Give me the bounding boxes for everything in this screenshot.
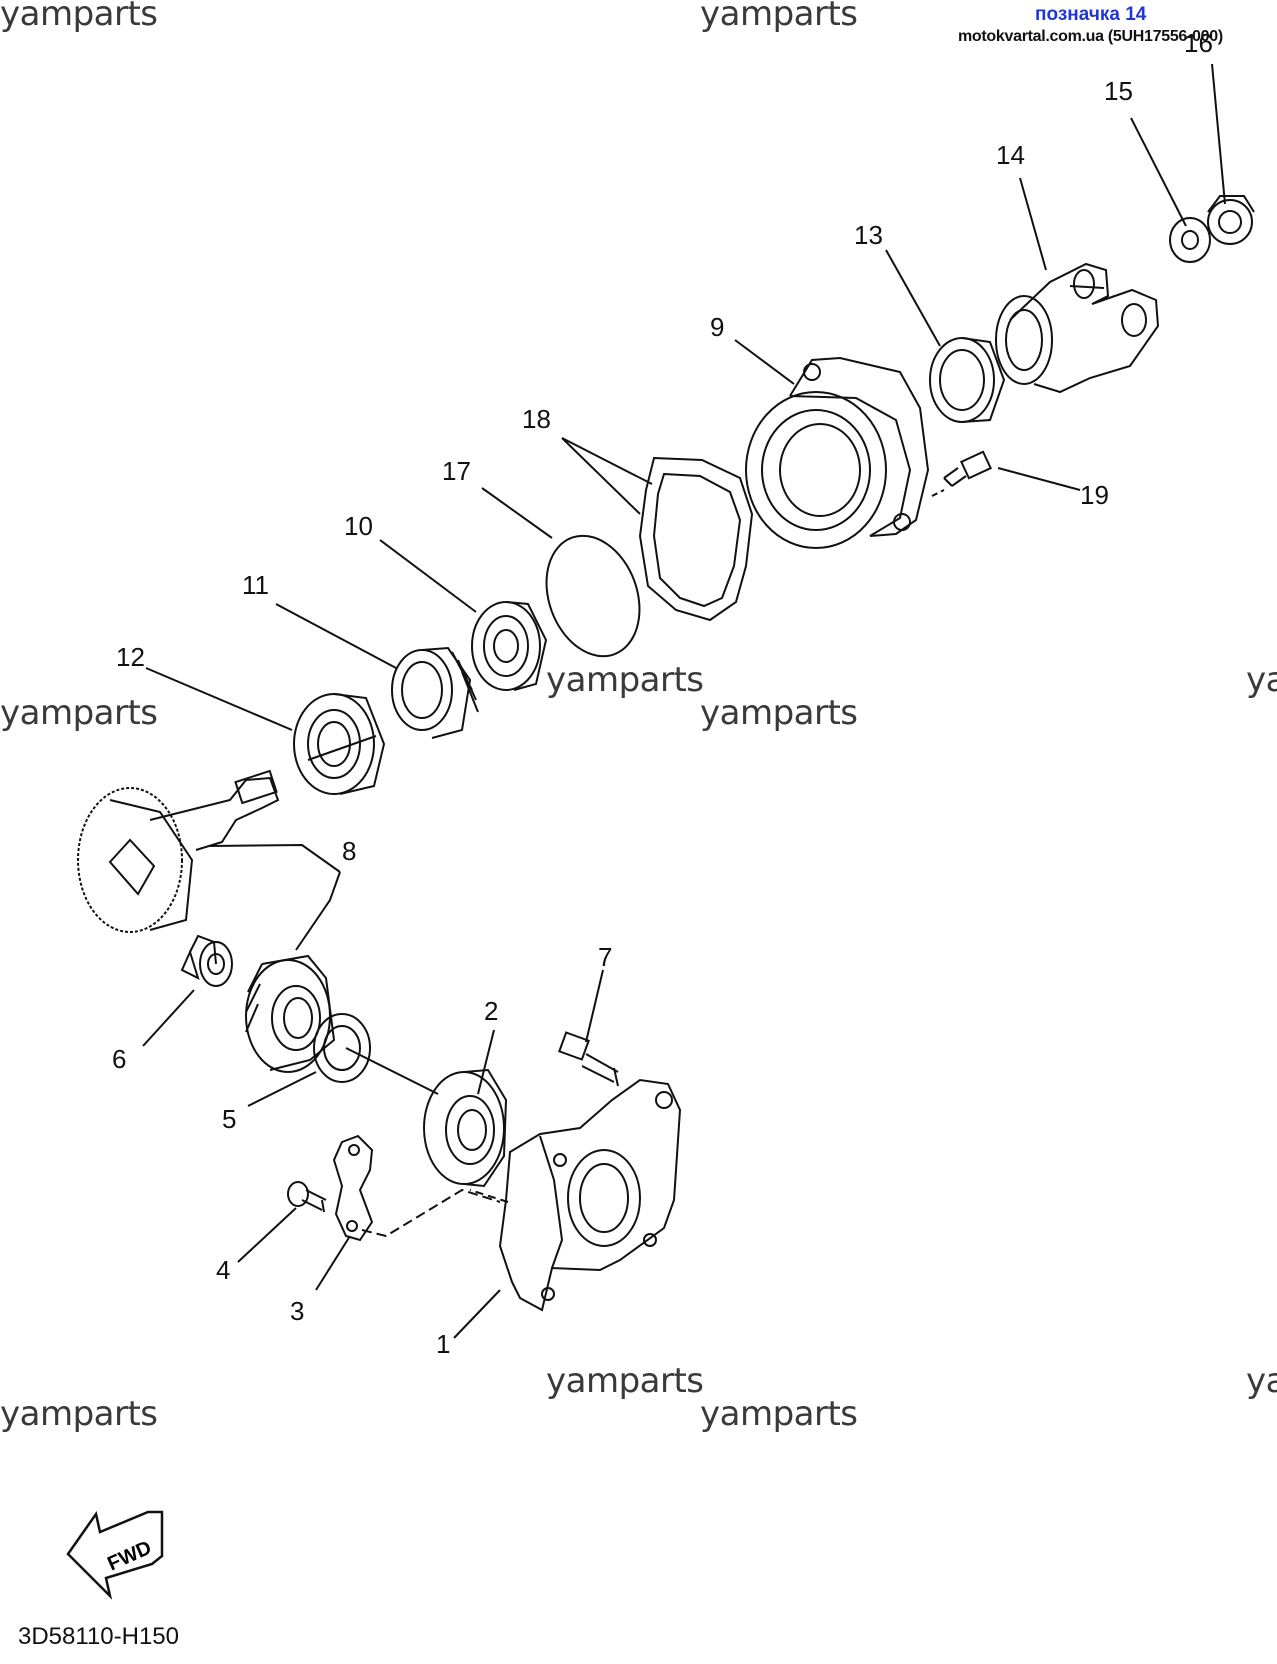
part-2-bearing: [423, 1068, 508, 1188]
part-8-gear-set: [77, 769, 280, 933]
part-6-nut: [180, 934, 233, 987]
watermark: yamparts: [700, 693, 858, 733]
callout-19: 19: [1080, 480, 1109, 510]
callout-17: 17: [442, 456, 471, 486]
part-9-housing: [745, 356, 930, 549]
leader-8b: [295, 871, 341, 951]
callout-4: 4: [216, 1255, 231, 1285]
callout-11: 11: [242, 570, 269, 600]
part-13-oil-seal: [929, 337, 1006, 423]
part-15-washer: [1169, 217, 1211, 263]
leader-5: [247, 1071, 317, 1107]
callout-5: 5: [222, 1104, 237, 1134]
part-5-washer: [313, 1013, 371, 1083]
part-4-screw: [287, 1181, 327, 1213]
part-11-ring-nut: [391, 646, 479, 739]
leader-15: [1130, 117, 1187, 227]
leader-16: [1211, 63, 1226, 205]
part-12-oil-seal: [293, 693, 386, 795]
part-7-bolt: [558, 1031, 619, 1087]
callout-12: 12: [116, 642, 145, 672]
callout-10: 10: [344, 511, 373, 541]
leader-9: [734, 339, 795, 385]
catalog-number: 3D58110-H150: [18, 1623, 180, 1650]
callout-13: 13: [854, 220, 883, 250]
leader-19: [997, 467, 1081, 491]
callout-8: 8: [342, 836, 357, 866]
watermark: yamparts: [546, 1361, 704, 1401]
leader-7: [585, 969, 604, 1043]
part-1-case: [469, 1078, 682, 1312]
leader-14b: [1069, 285, 1105, 289]
watermark: ya: [1246, 660, 1277, 700]
callout-1: 1: [436, 1329, 451, 1359]
part-10-bearing: [471, 601, 548, 691]
watermark: yamparts: [0, 0, 158, 34]
part-14-yoke: [995, 262, 1160, 394]
leader-12: [145, 667, 293, 731]
source-site-label: motokvartal.com.ua (5UH17556-000): [958, 28, 1223, 45]
part-8-ring-gear: [245, 954, 336, 1073]
leader-5b: [345, 1047, 439, 1095]
leader-14a: [1019, 177, 1047, 271]
callout-6: 6: [112, 1044, 127, 1074]
leader-1: [453, 1289, 501, 1339]
callout-14: 14: [996, 140, 1025, 170]
leader-10: [379, 539, 477, 613]
watermark: ya: [1246, 1361, 1277, 1401]
watermark: yamparts: [546, 660, 704, 700]
part-19-bolt: [931, 450, 993, 497]
callout-16: 16: [1184, 28, 1213, 58]
leader-13: [885, 249, 941, 347]
shaft-axis: [307, 735, 377, 761]
watermark: yamparts: [0, 693, 158, 733]
callout-18: 18: [522, 404, 551, 434]
leader-4: [237, 1207, 297, 1263]
watermark: yamparts: [0, 1394, 158, 1434]
callout-7: 7: [598, 942, 613, 972]
leader-11: [275, 603, 397, 669]
leader-8a: [209, 843, 341, 873]
part-18-gasket: [638, 456, 754, 622]
part-16-nut: [1207, 195, 1255, 245]
leader-18b: [561, 437, 641, 515]
tag-link[interactable]: позначка 14: [1035, 4, 1147, 25]
part-17-o-ring: [545, 534, 641, 658]
callout-2: 2: [484, 996, 499, 1026]
fwd-arrow: [66, 1510, 164, 1600]
watermark: yamparts: [700, 0, 858, 34]
leader-2: [477, 1029, 495, 1095]
leader-3: [315, 1235, 351, 1291]
callout-9: 9: [710, 312, 725, 342]
leader-18a: [561, 437, 653, 485]
watermark: yamparts: [700, 1394, 858, 1434]
part-3-bracket: [332, 1134, 501, 1242]
callout-3: 3: [290, 1296, 305, 1326]
leader-6: [142, 989, 195, 1047]
callout-15: 15: [1104, 76, 1133, 106]
leader-17: [481, 487, 553, 539]
